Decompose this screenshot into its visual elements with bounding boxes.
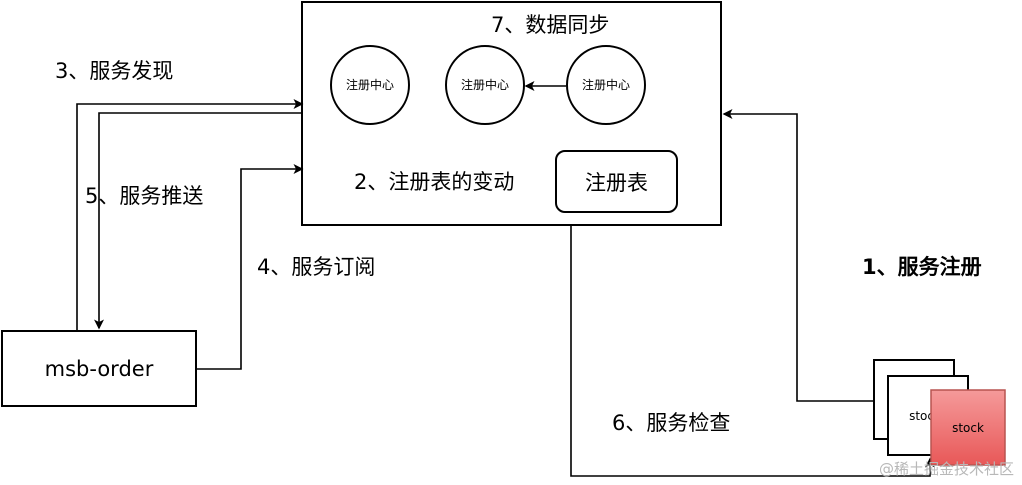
watermark: @稀土掘金技术社区 — [879, 460, 1014, 478]
label-data-sync: 7、数据同步 — [491, 13, 609, 37]
registry-table-box — [555, 150, 678, 213]
service-discovery-arrow — [76, 99, 304, 331]
registry-center-3 — [566, 45, 646, 125]
registry-table-label: 注册表 — [585, 171, 648, 195]
label-service-subscribe: 4、服务订阅 — [257, 255, 375, 279]
order-service-box — [1, 330, 197, 407]
service-register-arrow — [722, 109, 874, 402]
label-registry-change: 2、注册表的变动 — [354, 170, 514, 194]
registry-center-1 — [330, 45, 410, 125]
registry-center-2 — [445, 45, 525, 125]
registry-center-3-label: 注册中心 — [582, 77, 630, 92]
stock-instance-front — [930, 389, 1006, 466]
service-subscribe-arrow — [196, 164, 304, 370]
label-service-push: 5、服务推送 — [85, 184, 203, 208]
label-service-discovery: 3、服务发现 — [55, 59, 173, 83]
order-service-label: msb-order — [45, 357, 154, 381]
registry-center-1-label: 注册中心 — [346, 77, 394, 92]
label-service-check: 6、服务检查 — [612, 411, 730, 435]
registry-center-2-label: 注册中心 — [461, 77, 509, 92]
service-push-arrow — [94, 112, 302, 330]
service-check-arrow — [570, 225, 935, 477]
stock-instance-front-label: stock — [952, 421, 984, 435]
label-service-register: 1、服务注册 — [862, 255, 982, 279]
